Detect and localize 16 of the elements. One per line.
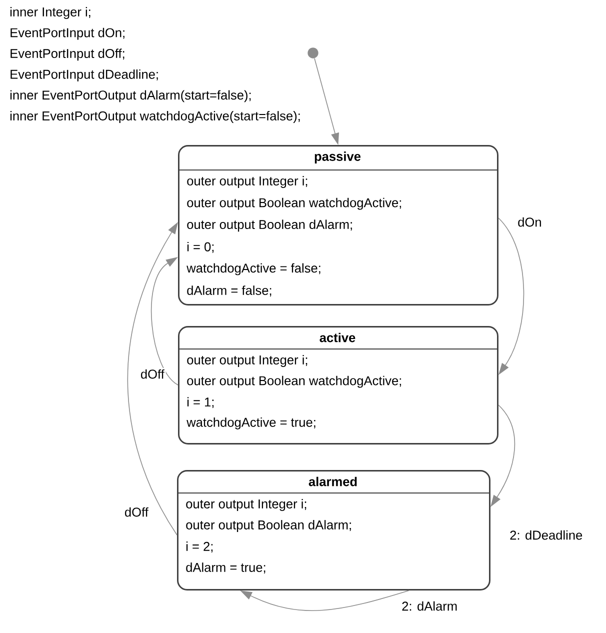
transition-arrow xyxy=(150,257,178,386)
edge-label: dOff xyxy=(123,506,150,518)
declaration-text: inner EventPortOutput dAlarm(start=false); xyxy=(10,90,251,102)
declaration-text: inner EventPortOutput watchdogActive(start=false); xyxy=(10,111,300,123)
declaration-text: EventPortInput dDeadline; xyxy=(10,69,158,82)
edge-label: dOn xyxy=(516,216,544,228)
initial-state-dot xyxy=(308,48,318,58)
edge-label: dOff xyxy=(139,368,166,380)
edge-label: 2: dDeadline xyxy=(508,528,584,542)
state-box: alarmed outer output Integer i; outer output Boolean dAlarm; i = 2; dAlarm = true; xyxy=(177,470,490,590)
declaration-text: EventPortInput dOn; xyxy=(10,28,124,40)
declaration-text: inner Integer i; xyxy=(10,7,90,19)
state-box: active outer output Integer i; outer output Boolean watchdogActive; i = 1; watchdogActive = true; xyxy=(178,326,498,444)
edge-label: 2: dAlarm xyxy=(400,600,459,612)
declaration-text: EventPortInput dOff; xyxy=(10,48,124,61)
state-box: passive outer output Integer i; outer output Boolean watchdogActive; outer output Boolean dAlarm; i = 0; watchdogActive = false; dAlarm = false; xyxy=(178,145,498,306)
